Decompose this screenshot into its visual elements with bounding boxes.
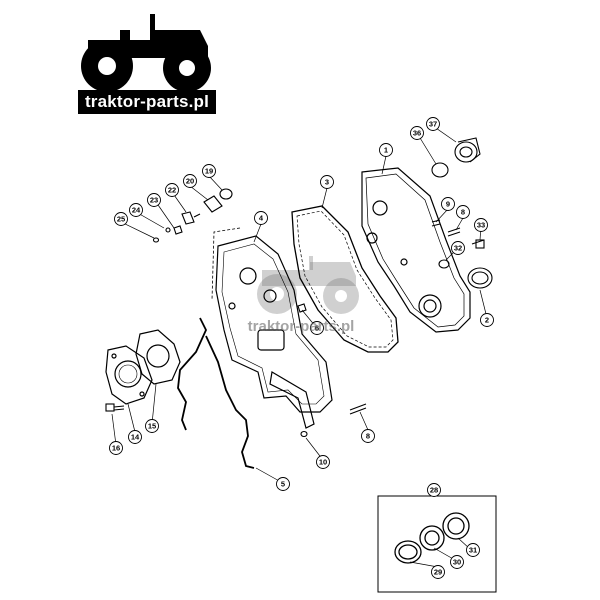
housing-seal-strip bbox=[177, 317, 255, 469]
inset-seals bbox=[394, 512, 470, 564]
callout-28: 28 bbox=[427, 483, 441, 497]
callout-25: 25 bbox=[114, 212, 128, 226]
cover-plate-14 bbox=[105, 345, 153, 405]
right-fittings bbox=[297, 137, 493, 438]
svg-text:23: 23 bbox=[150, 196, 158, 205]
callout-2: 2 bbox=[480, 313, 494, 327]
svg-text:36: 36 bbox=[413, 129, 421, 138]
callout-23: 23 bbox=[147, 193, 161, 207]
callout-31: 31 bbox=[466, 543, 480, 557]
callout-19: 19 bbox=[202, 164, 216, 178]
svg-text:30: 30 bbox=[453, 558, 461, 567]
svg-text:8: 8 bbox=[366, 432, 370, 441]
tractor-icon bbox=[81, 14, 211, 92]
callout-20: 20 bbox=[183, 174, 197, 188]
svg-text:10: 10 bbox=[319, 458, 327, 467]
callout-4: 4 bbox=[254, 211, 268, 225]
gear-housing bbox=[211, 227, 333, 429]
callout-16: 16 bbox=[109, 441, 123, 455]
front-cover-plate bbox=[361, 167, 471, 333]
svg-text:1: 1 bbox=[384, 146, 388, 155]
callout-15: 15 bbox=[145, 419, 159, 433]
callout-8-upper: 8 bbox=[456, 205, 470, 219]
svg-text:29: 29 bbox=[434, 568, 442, 577]
callout-1: 1 bbox=[379, 143, 393, 157]
callout-24: 24 bbox=[129, 203, 143, 217]
svg-text:19: 19 bbox=[205, 167, 213, 176]
callout-33: 33 bbox=[474, 218, 488, 232]
callout-10: 10 bbox=[316, 455, 330, 469]
callout-14: 14 bbox=[128, 430, 142, 444]
callout-22: 22 bbox=[165, 183, 179, 197]
bolt-16 bbox=[105, 403, 125, 412]
svg-text:20: 20 bbox=[186, 177, 194, 186]
callout-5: 5 bbox=[276, 477, 290, 491]
callout-29: 29 bbox=[431, 565, 445, 579]
svg-text:2: 2 bbox=[485, 316, 489, 325]
svg-text:14: 14 bbox=[131, 433, 140, 442]
svg-text:25: 25 bbox=[117, 215, 125, 224]
svg-text:16: 16 bbox=[112, 444, 120, 453]
watermark-text: traktor-parts.pl bbox=[247, 318, 355, 335]
plate-gasket-15 bbox=[135, 329, 181, 385]
svg-text:22: 22 bbox=[168, 186, 176, 195]
svg-text:5: 5 bbox=[281, 480, 285, 489]
callout-32: 32 bbox=[451, 241, 465, 255]
callout-9: 9 bbox=[441, 197, 455, 211]
watermark-tractor-icon bbox=[257, 256, 359, 314]
svg-text:31: 31 bbox=[469, 546, 477, 555]
svg-text:28: 28 bbox=[430, 486, 438, 495]
svg-text:6: 6 bbox=[315, 324, 319, 333]
svg-text:8: 8 bbox=[461, 208, 465, 217]
callout-37: 37 bbox=[426, 117, 440, 131]
callout-8-lower: 8 bbox=[361, 429, 375, 443]
svg-text:9: 9 bbox=[446, 200, 450, 209]
callout-30: 30 bbox=[450, 555, 464, 569]
svg-text:37: 37 bbox=[429, 120, 437, 129]
svg-text:24: 24 bbox=[132, 206, 141, 215]
logo-text[interactable]: traktor-parts.pl bbox=[78, 90, 216, 114]
cover-gasket bbox=[291, 205, 399, 353]
svg-text:15: 15 bbox=[148, 422, 156, 431]
small-fittings bbox=[152, 188, 233, 243]
svg-text:33: 33 bbox=[477, 221, 485, 230]
callout-6: 6 bbox=[310, 321, 324, 335]
svg-text:4: 4 bbox=[259, 214, 264, 223]
callout-36: 36 bbox=[410, 126, 424, 140]
leader-lines bbox=[111, 125, 488, 568]
callout-3: 3 bbox=[320, 175, 334, 189]
svg-text:3: 3 bbox=[325, 178, 329, 187]
svg-text:32: 32 bbox=[454, 244, 462, 253]
